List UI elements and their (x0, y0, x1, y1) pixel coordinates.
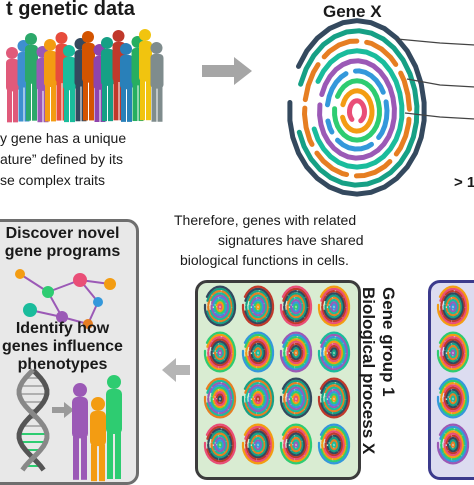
panel-heading-identify: Identify how genes influence phenotypes (0, 320, 125, 374)
annotation-lines (396, 38, 474, 120)
small-arrow-icon (52, 402, 74, 418)
fingerprint-ridges (436, 377, 470, 419)
network-node (83, 319, 93, 329)
fingerprint-ridges (203, 331, 237, 373)
person-figure (6, 47, 19, 123)
fingerprint-ridges (279, 423, 313, 465)
dna-helix-illustration (16, 368, 50, 472)
person-figure (90, 397, 106, 482)
person-figure (82, 31, 95, 121)
fingerprint-ridges (436, 423, 470, 465)
fingerprint-ridges (241, 285, 275, 327)
people-crowd-illustration (6, 29, 164, 123)
network-node (93, 297, 103, 307)
person-figure (44, 39, 57, 122)
heading-identify-line-2: genes influence (2, 338, 123, 355)
people-phenotype-illustration (72, 375, 122, 482)
fingerprint-ridges (203, 377, 237, 419)
heading-identify-line-1: Identify how (15, 320, 110, 337)
gene-x-label: Gene X (323, 2, 382, 21)
fingerprint-ridges (287, 18, 427, 197)
heading-discover-line-2: gene programs (4, 243, 121, 260)
fingerprint-ridges (279, 377, 313, 419)
heading-discover-line-1: Discover novel (5, 225, 120, 242)
fingerprint-grid-2 (436, 285, 470, 465)
gene-group-line-1: Gene group 1 (379, 287, 398, 397)
fingerprint-ridges (279, 331, 313, 373)
network-node (104, 278, 116, 290)
network-node (15, 269, 25, 279)
fingerprint-ridges (317, 377, 351, 419)
panel-heading-discover: Discover novel gene programs (0, 225, 125, 261)
person-figure (139, 29, 152, 121)
gene-network-diagram (15, 269, 116, 329)
description-line-2: ature” defined by its (0, 151, 123, 167)
network-node (42, 286, 54, 298)
fingerprint-ridges (317, 423, 351, 465)
fingerprint-ridges (317, 331, 351, 373)
heading-identify-line-3: phenotypes (17, 356, 108, 373)
arrow-left-icon (162, 358, 190, 382)
fingerprint-ridges (241, 377, 275, 419)
conclusion-line-1: Therefore, genes with related (174, 212, 357, 228)
person-figure (72, 383, 88, 480)
network-node (56, 311, 68, 323)
genetic-data-title: t genetic data (6, 0, 135, 20)
gene-group-label: Gene group 1 Biological process X (359, 287, 400, 467)
gene-group-line-2: Biological process X (359, 287, 378, 455)
arrow-right-icon (202, 57, 252, 85)
fingerprint-ridges (241, 331, 275, 373)
fingerprint-icon (287, 18, 427, 197)
fingerprint-ridges (317, 285, 351, 327)
network-node (23, 303, 37, 317)
description-line-1: y gene has a unique (0, 130, 127, 146)
person-figure (120, 43, 133, 122)
fingerprint-ridges (203, 285, 237, 327)
person-figure (150, 42, 164, 122)
conclusion-line-2: signatures have shared (218, 232, 364, 248)
person-figure (101, 37, 114, 122)
person-figure (106, 375, 122, 479)
person-figure (25, 33, 38, 121)
fingerprint-ridges (436, 331, 470, 373)
gene-count-label: > 1 (454, 174, 474, 191)
fingerprint-ridges (279, 285, 313, 327)
fingerprint-ridges (241, 423, 275, 465)
network-node (73, 273, 87, 287)
description-line-3: se complex traits (0, 172, 106, 188)
conclusion-line-3: biological functions in cells. (180, 252, 349, 268)
person-figure (63, 45, 76, 123)
fingerprint-ridges (436, 285, 470, 327)
fingerprint-grid (203, 285, 351, 465)
fingerprint-ridges (203, 423, 237, 465)
